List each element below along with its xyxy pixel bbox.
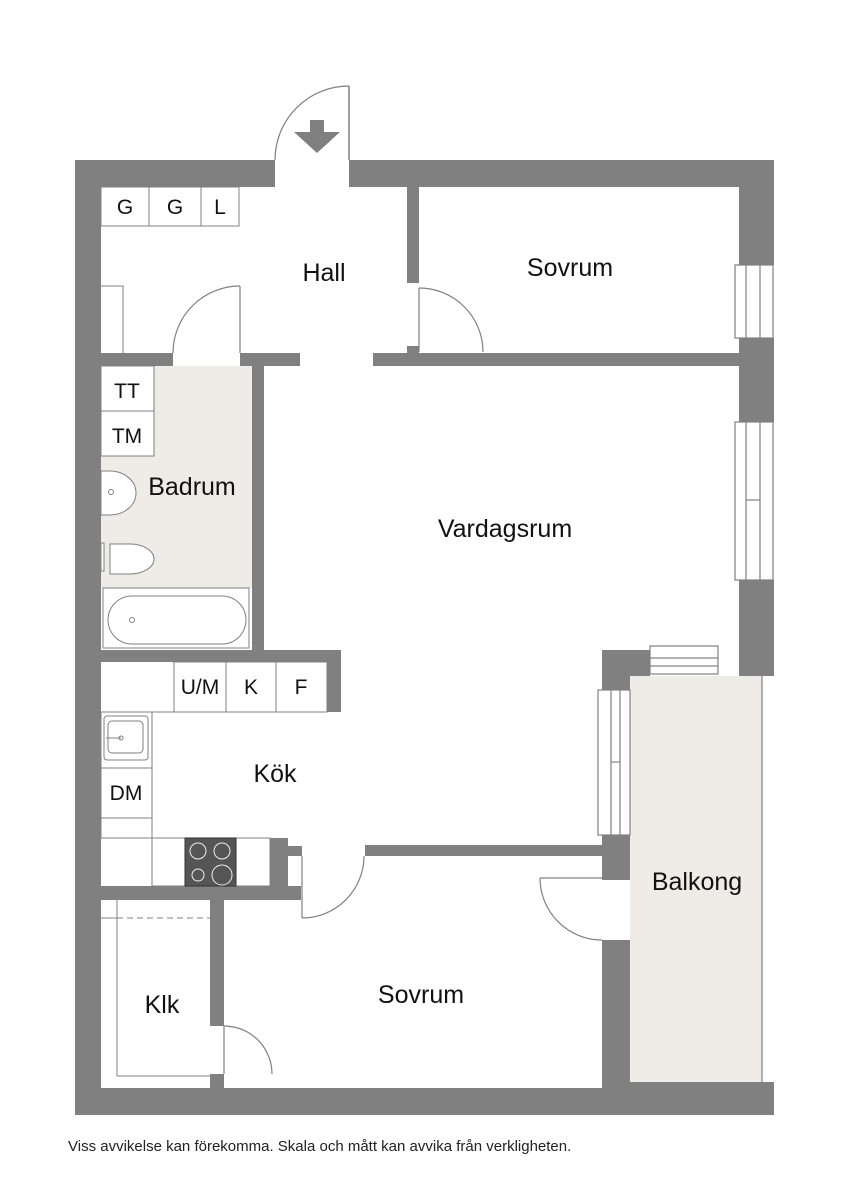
cabinet-label-um: U/M xyxy=(181,676,220,699)
doors xyxy=(172,285,603,1075)
klk-shelves xyxy=(101,900,210,1077)
bathtub-icon xyxy=(107,595,247,645)
balkong-floor xyxy=(630,676,762,1082)
cabinet-label-tt: TT xyxy=(114,380,140,403)
badrum-door xyxy=(172,285,241,354)
cabinet-label-l: L xyxy=(214,196,226,219)
cabinet-label-tm: TM xyxy=(112,425,142,448)
entrance-door xyxy=(274,85,350,161)
sink-icon xyxy=(100,470,137,516)
windows xyxy=(597,264,774,1082)
cabinet-label-f: F xyxy=(295,676,308,699)
arrow-down-icon xyxy=(294,120,340,153)
kok-fixtures xyxy=(100,661,328,887)
balkong-door xyxy=(539,877,603,941)
disclaimer-text: Viss avvikelse kan förekomma. Skala och … xyxy=(68,1138,572,1155)
interior-walls xyxy=(101,187,739,1088)
room-label-sovrum-bottom: Sovrum xyxy=(378,981,464,1009)
cabinet-label-dm: DM xyxy=(110,782,143,805)
room-label-klk: Klk xyxy=(145,991,180,1019)
hall-cabinets xyxy=(100,186,240,353)
sovrum-top-door xyxy=(418,287,484,353)
room-label-balkong: Balkong xyxy=(652,868,742,896)
klk-door xyxy=(223,1025,273,1075)
room-label-kok: Kök xyxy=(253,760,297,788)
cabinet-label-g2: G xyxy=(167,196,183,219)
exterior-walls xyxy=(75,160,774,1115)
room-label-badrum: Badrum xyxy=(148,473,236,501)
cabinet-label-g1: G xyxy=(117,196,133,219)
room-label-hall: Hall xyxy=(302,259,345,287)
sovrum-bottom-door xyxy=(301,855,365,919)
room-label-vardagsrum: Vardagsrum xyxy=(438,515,572,543)
cabinet-label-k: K xyxy=(244,676,258,699)
badrum-fixtures xyxy=(100,365,250,649)
room-label-sovrum-top: Sovrum xyxy=(527,254,613,282)
